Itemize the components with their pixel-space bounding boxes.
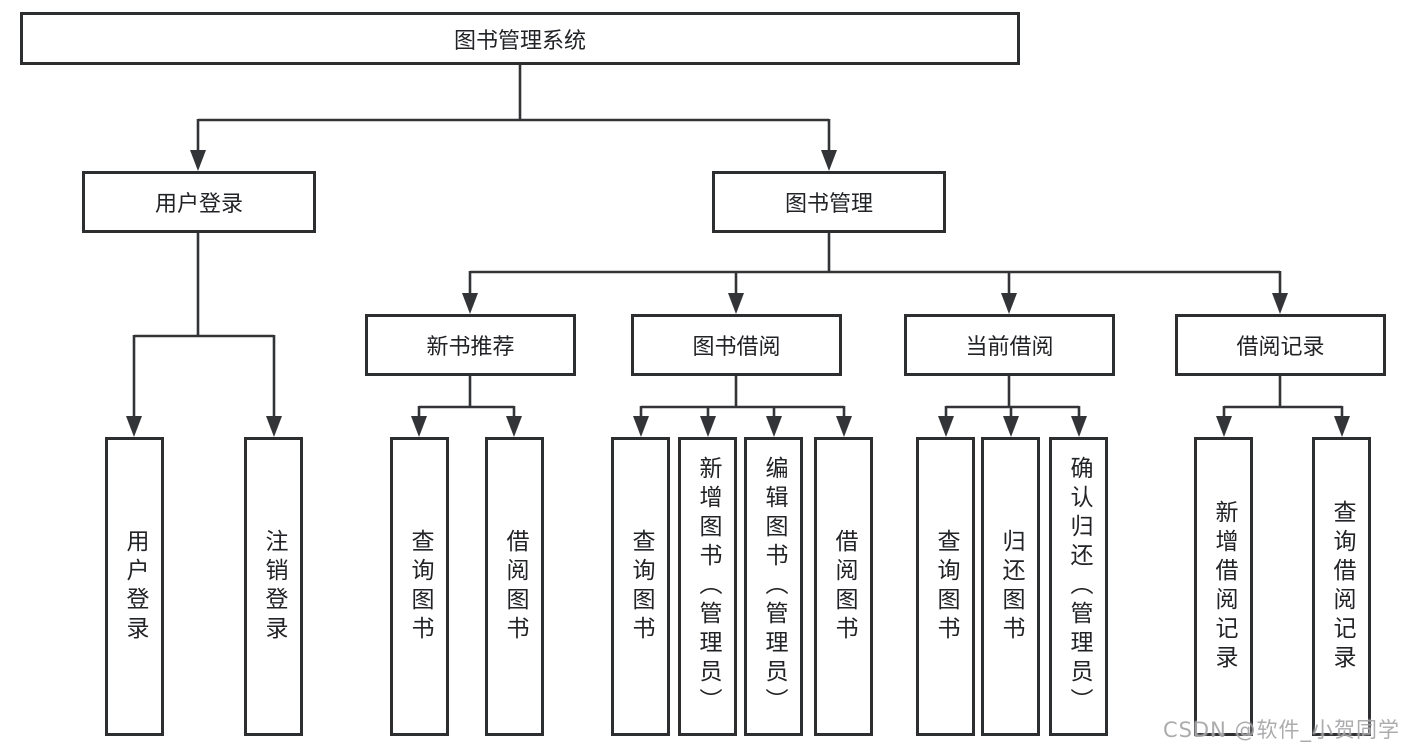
leaf-label: 借阅图书	[502, 528, 528, 645]
leaf-add-borrow-record: 新增借阅记录	[1194, 437, 1253, 736]
leaf-label: 查询图书	[407, 528, 433, 645]
leaf-label: 归还图书	[998, 528, 1024, 645]
leaf-label: 编辑图书（管理员）	[761, 456, 787, 717]
leaf-borrow-books-borrow: 借阅图书	[814, 437, 873, 736]
leaf-query-borrow-record: 查询借阅记录	[1312, 437, 1371, 736]
node-borrow-records: 借阅记录	[1175, 314, 1386, 376]
node-user-login: 用户登录	[82, 171, 316, 233]
node-current-borrow: 当前借阅	[904, 314, 1115, 376]
node-book-management: 图书管理	[712, 171, 946, 233]
leaf-logout: 注销登录	[244, 437, 303, 736]
node-book-borrow: 图书借阅	[631, 314, 842, 376]
leaf-label: 新增借阅记录	[1211, 499, 1237, 674]
leaf-label: 借阅图书	[831, 528, 857, 645]
leaf-confirm-return-admin: 确认归还（管理员）	[1049, 437, 1108, 736]
leaf-label: 查询图书	[933, 528, 959, 645]
leaf-return-books: 归还图书	[981, 437, 1040, 736]
csdn-watermark: CSDN @软件_小贺同学	[1162, 718, 1400, 742]
leaf-add-book-admin: 新增图书（管理员）	[678, 437, 737, 736]
arrowheads	[126, 150, 1350, 437]
leaf-label: 查询借阅记录	[1329, 499, 1355, 674]
leaf-label: 新增图书（管理员）	[695, 456, 721, 717]
leaf-user-login: 用户登录	[105, 437, 164, 736]
leaf-edit-book-admin: 编辑图书（管理员）	[744, 437, 803, 736]
leaf-label: 用户登录	[122, 528, 148, 645]
leaf-query-books-recommend: 查询图书	[390, 437, 449, 736]
leaf-query-books-current: 查询图书	[916, 437, 975, 736]
leaf-label: 确认归还（管理员）	[1066, 456, 1092, 717]
node-new-book-recommend: 新书推荐	[365, 314, 576, 376]
leaf-query-books-borrow: 查询图书	[611, 437, 670, 736]
node-root: 图书管理系统	[20, 12, 1020, 65]
leaf-label: 注销登录	[261, 528, 287, 645]
leaf-label: 查询图书	[628, 528, 654, 645]
leaf-borrow-books-recommend: 借阅图书	[485, 437, 544, 736]
